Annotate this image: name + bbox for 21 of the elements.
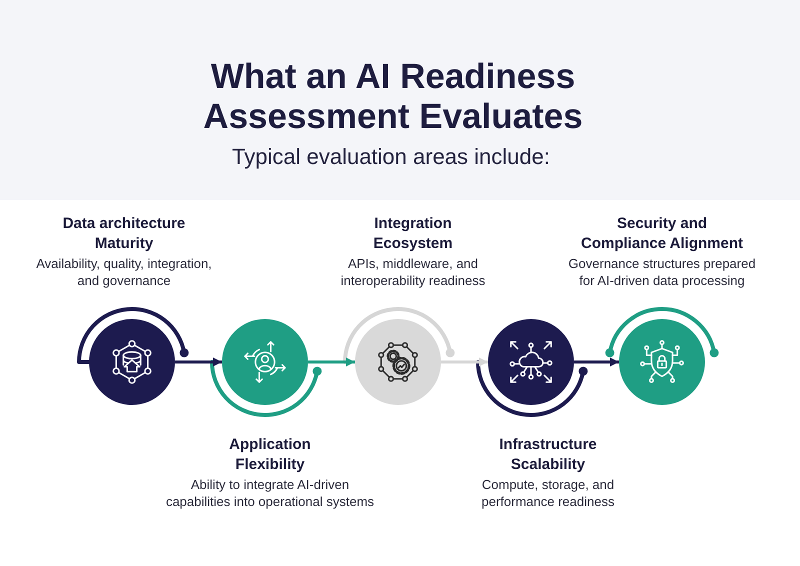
step-heading: Infrastructure Scalability bbox=[498, 435, 598, 475]
step-description: Availability, quality, integration, and governance bbox=[35, 256, 213, 289]
step-circle bbox=[89, 319, 175, 405]
arrow bbox=[441, 358, 488, 366]
arrow bbox=[574, 358, 619, 366]
step-heading: Security and Compliance Alignment bbox=[580, 214, 744, 254]
step-description: Compute, storage, and performance readiness bbox=[480, 477, 616, 510]
arrow bbox=[175, 358, 222, 366]
arrow bbox=[308, 358, 355, 366]
step-heading: Application Flexibility bbox=[228, 435, 312, 475]
title: What an AI Readiness Assessment Evaluates bbox=[202, 57, 584, 137]
step-heading: Integration Ecosystem bbox=[372, 214, 454, 254]
step-circle bbox=[355, 319, 441, 405]
step-description: Governance structures prepared for AI-driven data processing bbox=[567, 256, 757, 289]
step-description: Ability to integrate AI-driven capabilities into operational systems bbox=[164, 477, 376, 510]
step-circle bbox=[488, 319, 574, 405]
step-heading: Data architecture Maturity bbox=[62, 214, 186, 254]
step-circle bbox=[619, 319, 705, 405]
subtitle: Typical evaluation areas include: bbox=[231, 144, 551, 170]
step-circle bbox=[222, 319, 308, 405]
step-description: APIs, middleware, and interoperability readiness bbox=[340, 256, 486, 289]
